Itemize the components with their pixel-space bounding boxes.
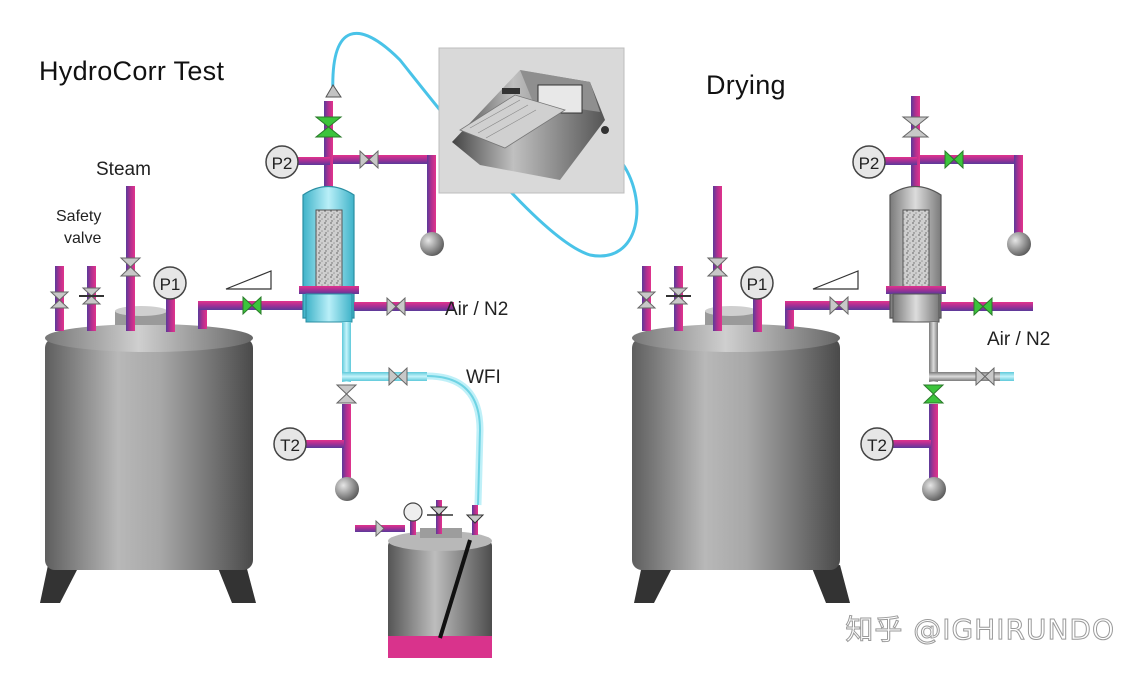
watermark: 知乎 @IGHIRUNDO [845, 613, 1115, 647]
safety-valve-assembly-right [636, 186, 729, 331]
drain-line-right [922, 322, 1014, 501]
steam-line [119, 186, 142, 331]
sample-bottle [355, 500, 492, 658]
drying-title: Drying [706, 70, 786, 100]
right-panel: P1 P2 [632, 96, 1050, 603]
air-label-left: Air / N2 [445, 299, 508, 320]
wfi-label: WFI [466, 367, 501, 388]
hydrocorr-instrument [438, 47, 625, 194]
steam-label: Steam [96, 159, 151, 180]
safety-valve-1 [49, 291, 70, 309]
tank-to-filter-line [198, 270, 348, 329]
p1-gauge-left: P1 [153, 266, 187, 332]
p2-branch-right: P2 [852, 145, 1031, 256]
safety-valve-assembly [49, 266, 104, 331]
air-label-right: Air / N2 [987, 329, 1050, 350]
air-line-left [354, 296, 454, 317]
t2-label-left: T2 [280, 436, 300, 455]
safety-valve-label-2: valve [64, 230, 101, 247]
p1-gauge-right: P1 [740, 266, 774, 332]
safety-valve-label-1: Safety [56, 208, 101, 225]
t2-gauge-left: T2 [273, 427, 344, 461]
p2-label-left: P2 [272, 154, 293, 173]
safety-valve-2 [79, 287, 104, 305]
filter-housing-left [299, 101, 359, 323]
right-main-tank [632, 306, 850, 603]
t2-label-right: T2 [867, 436, 887, 455]
left-main-tank [40, 306, 256, 603]
gray-valve-p2-left [359, 149, 379, 170]
slope-indicator-left [225, 270, 272, 290]
p1-label-left: P1 [160, 275, 181, 294]
p1-label-right: P1 [747, 275, 768, 294]
p2-branch-left: P2 [265, 145, 444, 256]
tank-to-filter-line-right [785, 270, 935, 329]
t2-gauge-right: T2 [860, 427, 931, 461]
wfi-line-left [335, 322, 427, 501]
hydrocorr-test-title: HydroCorr Test [39, 56, 225, 86]
green-valve-left [242, 295, 262, 316]
p2-label-right: P2 [859, 154, 880, 173]
left-panel: P1 P2 [40, 32, 639, 658]
filter-housing-right [886, 96, 946, 323]
air-line-right [941, 296, 1033, 317]
